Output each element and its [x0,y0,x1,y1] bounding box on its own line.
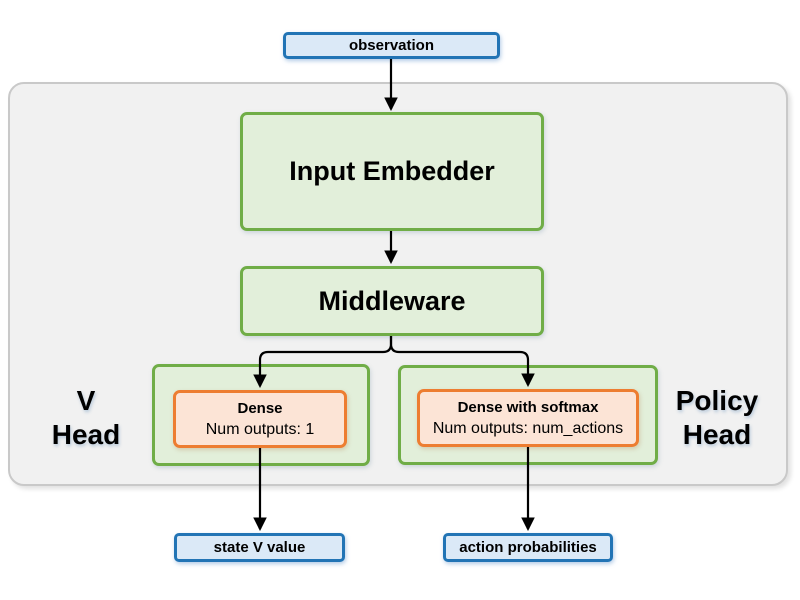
policy-head-label: Policy Head [662,384,772,451]
observation-label: observation [348,37,435,54]
v-head-label-line1: V [76,385,96,416]
observation-node: observation [283,32,500,59]
input-embedder-node: Input Embedder [240,112,544,231]
policy-head-dense-node: Dense with softmax Num outputs: num_acti… [417,389,639,447]
v-head-dense-node: Dense Num outputs: 1 [173,390,347,448]
state-v-value-node: state V value [174,533,345,562]
middleware-label: Middleware [318,285,466,316]
input-embedder-label: Input Embedder [289,156,495,186]
v-head-dense-title: Dense [237,400,283,418]
v-head-dense-subtitle: Num outputs: 1 [205,420,315,438]
action-probabilities-label: action probabilities [459,539,597,556]
policy-head-label-line1: Policy [675,385,759,416]
v-head-label-line2: Head [51,418,121,450]
policy-head-dense-title: Dense with softmax [457,399,599,417]
state-v-value-label: state V value [213,539,306,556]
v-head-label: V Head [31,384,141,451]
action-probabilities-node: action probabilities [443,533,613,562]
policy-head-label-line2: Head [682,418,752,450]
middleware-node: Middleware [240,266,544,336]
policy-head-dense-subtitle: Num outputs: num_actions [432,419,624,437]
